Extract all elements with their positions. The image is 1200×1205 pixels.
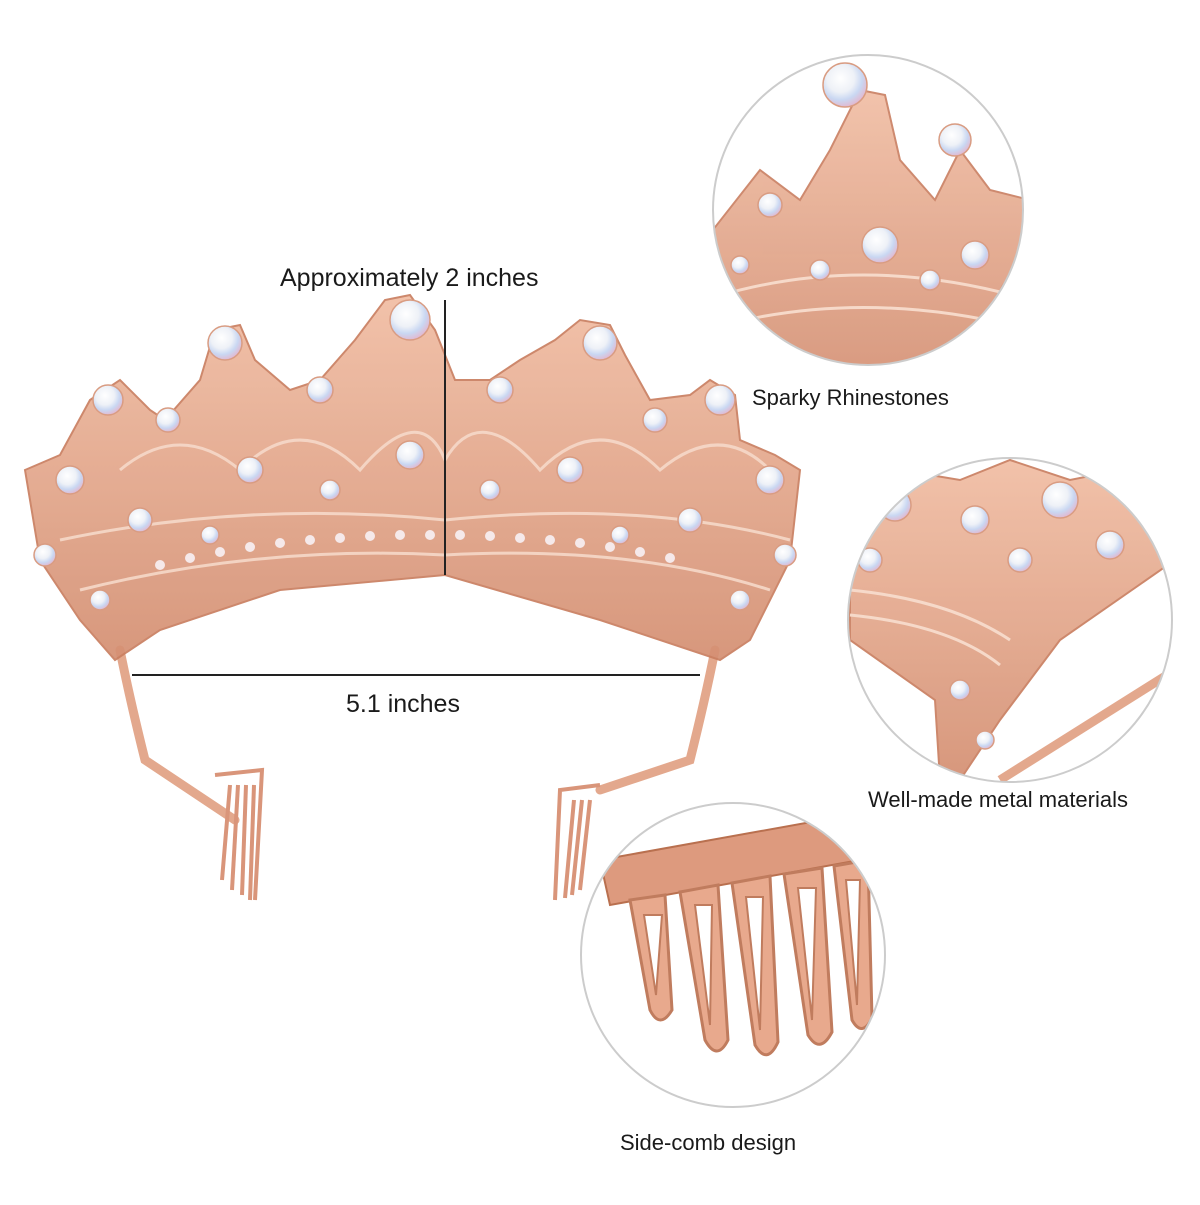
width-dimension-label: 5.1 inches (346, 690, 460, 718)
feature-label-comb: Side-comb design (620, 1130, 797, 1155)
detail-circle-comb (580, 802, 886, 1108)
tiara-illustration (23, 293, 802, 901)
feature-label-rhinestones: Sparky Rhinestones (752, 385, 949, 410)
feature-label-metal: Well-made metal materials (868, 787, 1129, 812)
detail-circle-rhinestones (712, 54, 1024, 366)
height-dimension-label: Approximately 2 inches (280, 264, 539, 292)
detail-circle-metal (847, 457, 1173, 783)
